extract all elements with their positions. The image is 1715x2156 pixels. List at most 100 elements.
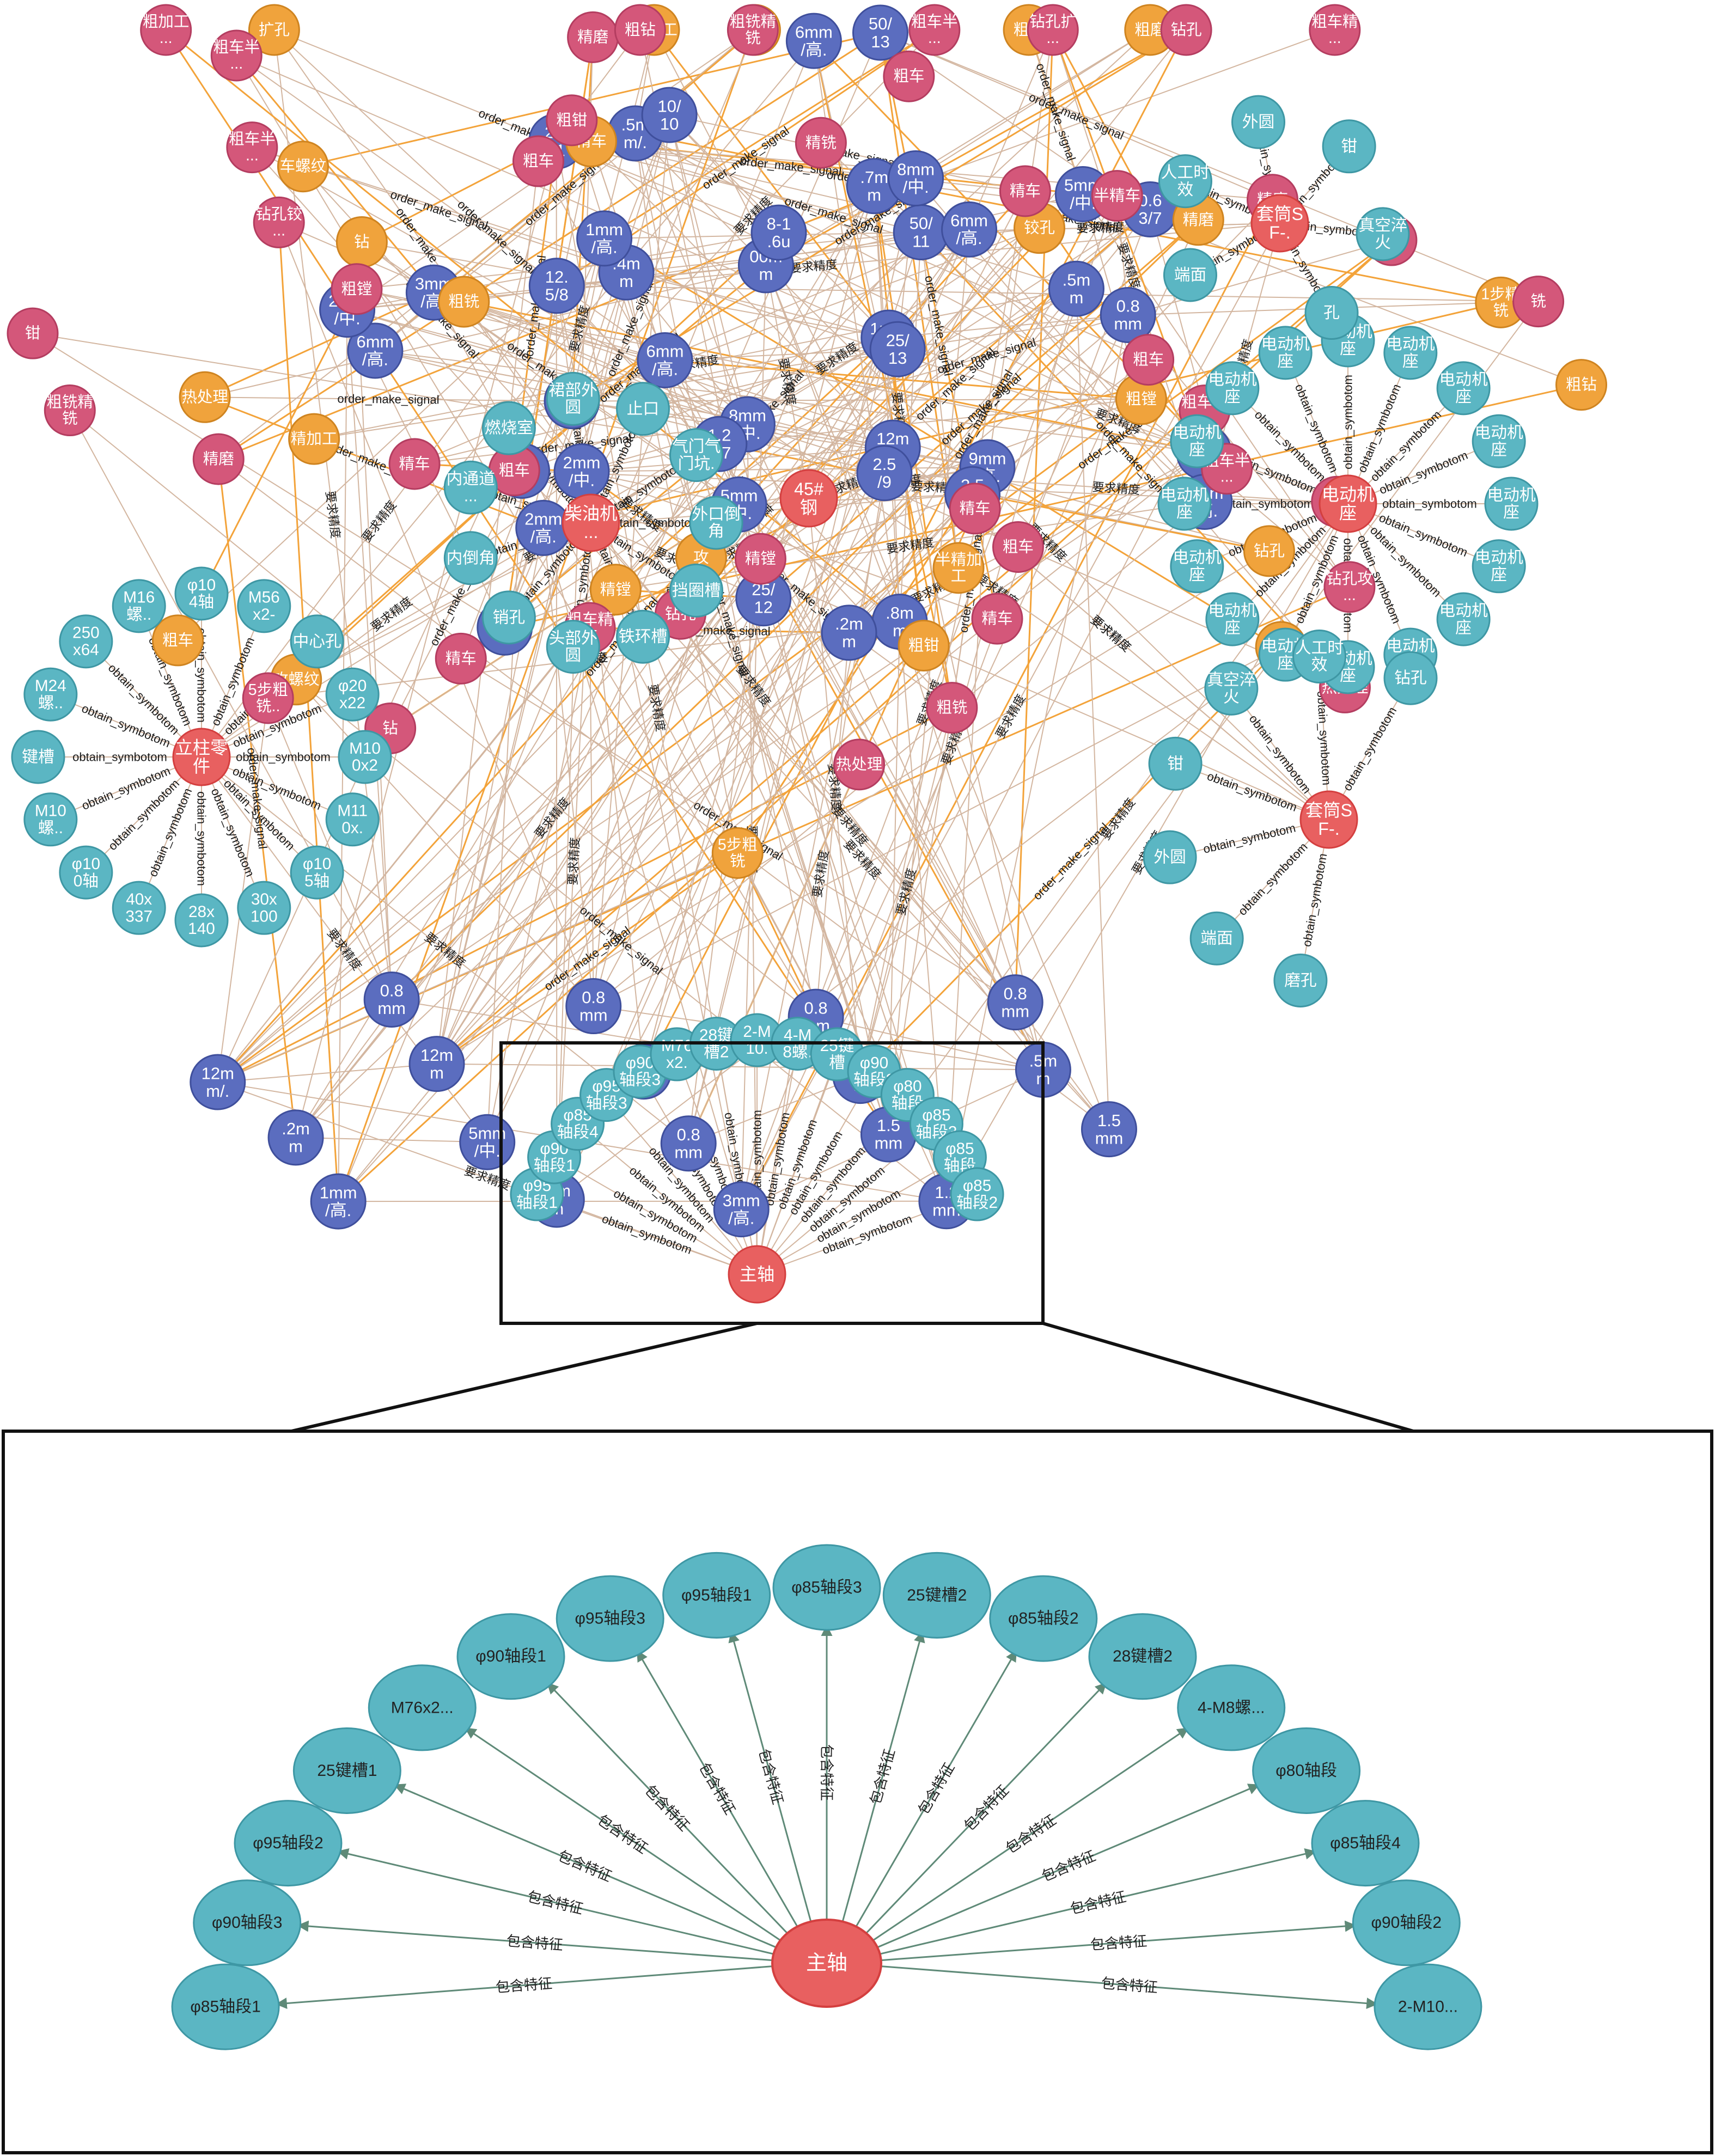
feature-node-label: 人工时 <box>1161 164 1210 182</box>
feature-node-label: 座 <box>1224 619 1241 637</box>
zoom-feature-label: φ90轴段1 <box>475 1647 546 1665</box>
feature-node-label: φ90 <box>860 1054 888 1072</box>
feature-node-circle <box>1157 477 1212 531</box>
feature-node-circle <box>1436 361 1491 416</box>
hub-node-column-label: 件 <box>193 756 210 776</box>
feature-node-label: x64 <box>73 641 99 659</box>
precision-node: 50/11 <box>893 204 949 261</box>
graph-edge <box>859 410 1205 1077</box>
process-node-label: 粗车 <box>499 462 530 479</box>
graph-edge <box>314 288 1077 441</box>
process-node-label: 粗钳 <box>556 112 587 129</box>
feature-node-label: 钳 <box>1341 137 1357 155</box>
zoom-feature-label: φ80轴段 <box>1275 1762 1337 1780</box>
feature-node-label: 铁环槽 <box>619 628 667 646</box>
zoom-feature-label: 2-M10... <box>1398 1998 1458 2016</box>
process-node-label: 半精加 <box>935 551 982 569</box>
feature-node-label: 轴段1 <box>516 1194 558 1212</box>
hub-node-spindle-label: 主轴 <box>740 1265 774 1284</box>
precision-node-circle <box>713 1181 770 1238</box>
feature-node-label: 内倒角 <box>447 549 495 567</box>
graph-edge <box>756 209 1151 1275</box>
precision-node-label: 0.8 <box>677 1125 700 1144</box>
graph-edge <box>436 32 881 1065</box>
feature-node-circle <box>1292 630 1347 684</box>
feature-node-label: 座 <box>1491 441 1507 459</box>
feature-node-label: 头部外 <box>549 630 597 648</box>
process-node: 钻孔扩... <box>1027 4 1079 56</box>
graph-edge <box>274 29 779 234</box>
process-node-label: 精加工 <box>291 430 338 448</box>
process-node-label: 粗车 <box>162 632 193 649</box>
zoom-feature-node: φ95轴段2 <box>234 1800 343 1887</box>
process-node-label: 钻孔 <box>1171 21 1202 39</box>
precision-node-label: /高. <box>801 40 827 59</box>
process-node-circle <box>932 542 985 594</box>
feature-node-label: 座 <box>1340 340 1356 358</box>
graph-edge <box>765 265 901 622</box>
process-node: 精车 <box>388 438 441 490</box>
feature-node-label: x22 <box>339 694 365 712</box>
feature-node-label: 0x. <box>341 819 363 837</box>
hub-node-diesel: 柴油机... <box>562 493 620 552</box>
precision-node-label: .2m <box>835 614 863 633</box>
feature-node-label: x2. <box>666 1054 688 1072</box>
zoom-feature-label: φ85轴段3 <box>791 1579 862 1597</box>
edge-relation-label: 要求精度 <box>368 594 414 634</box>
graph-edge <box>69 410 816 1017</box>
zoom-edge <box>877 1784 1260 1949</box>
precision-node: .2mm <box>821 604 877 661</box>
edge-relation-label: 要求精度 <box>1076 221 1125 235</box>
graph-edge <box>436 551 1270 1065</box>
feature-node-label: 电动机 <box>1173 549 1222 567</box>
graph-edge <box>1017 315 1129 547</box>
process-node-label: 精车 <box>1010 182 1041 200</box>
process-node-label: 钻孔扩 <box>1029 13 1076 30</box>
process-node: 粗钳 <box>898 620 950 672</box>
graph-edge <box>899 451 1205 622</box>
process-node: 扩孔 <box>248 4 300 56</box>
graph-edge <box>590 141 947 1202</box>
feature-node-circle <box>23 667 78 722</box>
process-node-label: 粗铣精 <box>47 394 94 411</box>
precision-node-circle <box>565 978 622 1035</box>
hub-node-diesel-circle <box>562 493 620 552</box>
callout-line-right <box>1042 1322 1414 1433</box>
graph-edge <box>639 1071 758 1275</box>
process-node-label: 铣 <box>1493 302 1509 319</box>
zoom-feature-ellipse <box>772 1544 881 1631</box>
process-node-circle <box>512 135 564 187</box>
zoom-feature-node: φ90轴段2 <box>1352 1879 1461 1966</box>
feature-node-circle <box>1148 736 1203 791</box>
feature-node-circle <box>1163 248 1217 302</box>
feature-node-label: ... <box>464 487 478 505</box>
zoom-feature-node: φ90轴段1 <box>456 1613 565 1700</box>
process-node-label: 精铣 <box>805 134 837 151</box>
process-node-label: ... <box>246 147 259 164</box>
feature-node-label: 外口倒 <box>692 505 740 523</box>
zoom-edge <box>865 1682 1108 1934</box>
graph-edge <box>436 451 1205 1065</box>
graph-edge <box>554 141 758 1275</box>
zoom-feature-ellipse <box>234 1800 343 1887</box>
hub-node-spindle-circle <box>728 1245 786 1304</box>
process-node-label: 精磨 <box>203 450 234 468</box>
precision-node: .5mm <box>1048 260 1104 317</box>
process-node-label: 铣 <box>1530 293 1546 310</box>
graph-edge <box>688 1075 861 1144</box>
process-node: 精镗 <box>589 564 642 616</box>
process-node: 粗镗 <box>1115 373 1167 425</box>
graph-edge <box>577 1123 758 1275</box>
edge-relation-label: obtain_symbotom <box>195 791 209 886</box>
graph-edge <box>593 191 1026 1007</box>
zoom-feature-ellipse <box>368 1664 477 1751</box>
graph-edge <box>347 309 748 426</box>
feature-node-label: φ80 <box>893 1077 921 1095</box>
zoom-feature-node: M76x2... <box>368 1664 477 1751</box>
process-node-circle <box>971 593 1023 645</box>
feature-node-label: 效 <box>1177 181 1194 199</box>
